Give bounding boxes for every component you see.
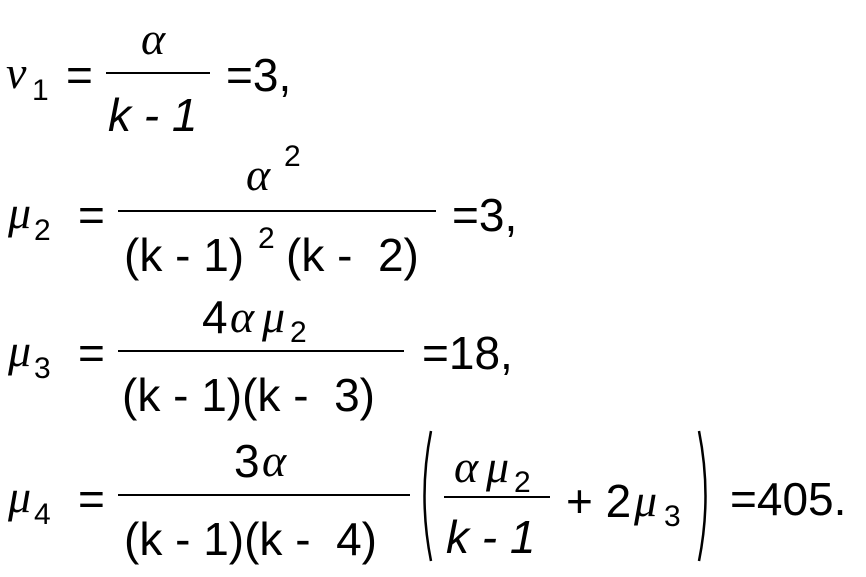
numerator-mu-index: 2	[290, 316, 307, 349]
equals-sign: =	[78, 327, 105, 379]
denominator: k - 1	[108, 89, 198, 141]
numerator-alpha: α	[262, 435, 287, 486]
result: =3,	[452, 189, 518, 241]
numerator-exponent: 2	[284, 140, 301, 173]
numerator-coefficient: 4	[202, 291, 228, 343]
lhs-index: 2	[34, 214, 51, 247]
lhs-index: 4	[34, 498, 51, 531]
denominator-exponent: 2	[258, 222, 275, 255]
left-parenthesis	[423, 430, 433, 562]
inner-numerator-mu: μ	[486, 441, 510, 492]
equals-sign: =	[78, 473, 105, 525]
inner-fraction-bar	[444, 496, 550, 498]
result: =18,	[422, 327, 513, 379]
denominator: (k - 1)(k - 3)	[122, 369, 375, 421]
fraction-bar	[118, 350, 404, 352]
mu-symbol: μ	[8, 325, 32, 376]
numerator-mu: μ	[262, 291, 286, 342]
numerator-alpha: α	[246, 149, 271, 200]
lhs-index: 1	[32, 74, 49, 107]
plus-mu-index: 3	[664, 500, 681, 533]
mu-symbol: μ	[8, 187, 32, 238]
nu-symbol: ν	[6, 47, 27, 98]
lhs-index: 3	[34, 352, 51, 385]
inner-denominator: k - 1	[446, 511, 536, 563]
denominator: (k - 1)(k - 4)	[124, 513, 377, 565]
plus-term: + 2	[566, 475, 632, 527]
fraction-bar	[118, 210, 436, 212]
equals-sign: =	[66, 49, 93, 101]
mu-symbol: μ	[8, 471, 32, 522]
result: =405.	[730, 473, 847, 525]
result: =3,	[226, 49, 292, 101]
numerator-alpha: α	[230, 291, 255, 342]
denominator-part2: (k - 2)	[286, 229, 419, 281]
numerator-coefficient: 3	[234, 435, 260, 487]
plus-mu: μ	[634, 475, 658, 526]
inner-numerator-alpha: α	[454, 441, 479, 492]
numerator: α	[141, 13, 166, 64]
fraction-bar	[118, 494, 410, 496]
denominator-part1: (k - 1)	[124, 229, 245, 281]
right-parenthesis	[697, 430, 707, 562]
fraction-bar	[106, 72, 210, 74]
inner-numerator-mu-index: 2	[514, 466, 531, 499]
equals-sign: =	[78, 189, 105, 241]
